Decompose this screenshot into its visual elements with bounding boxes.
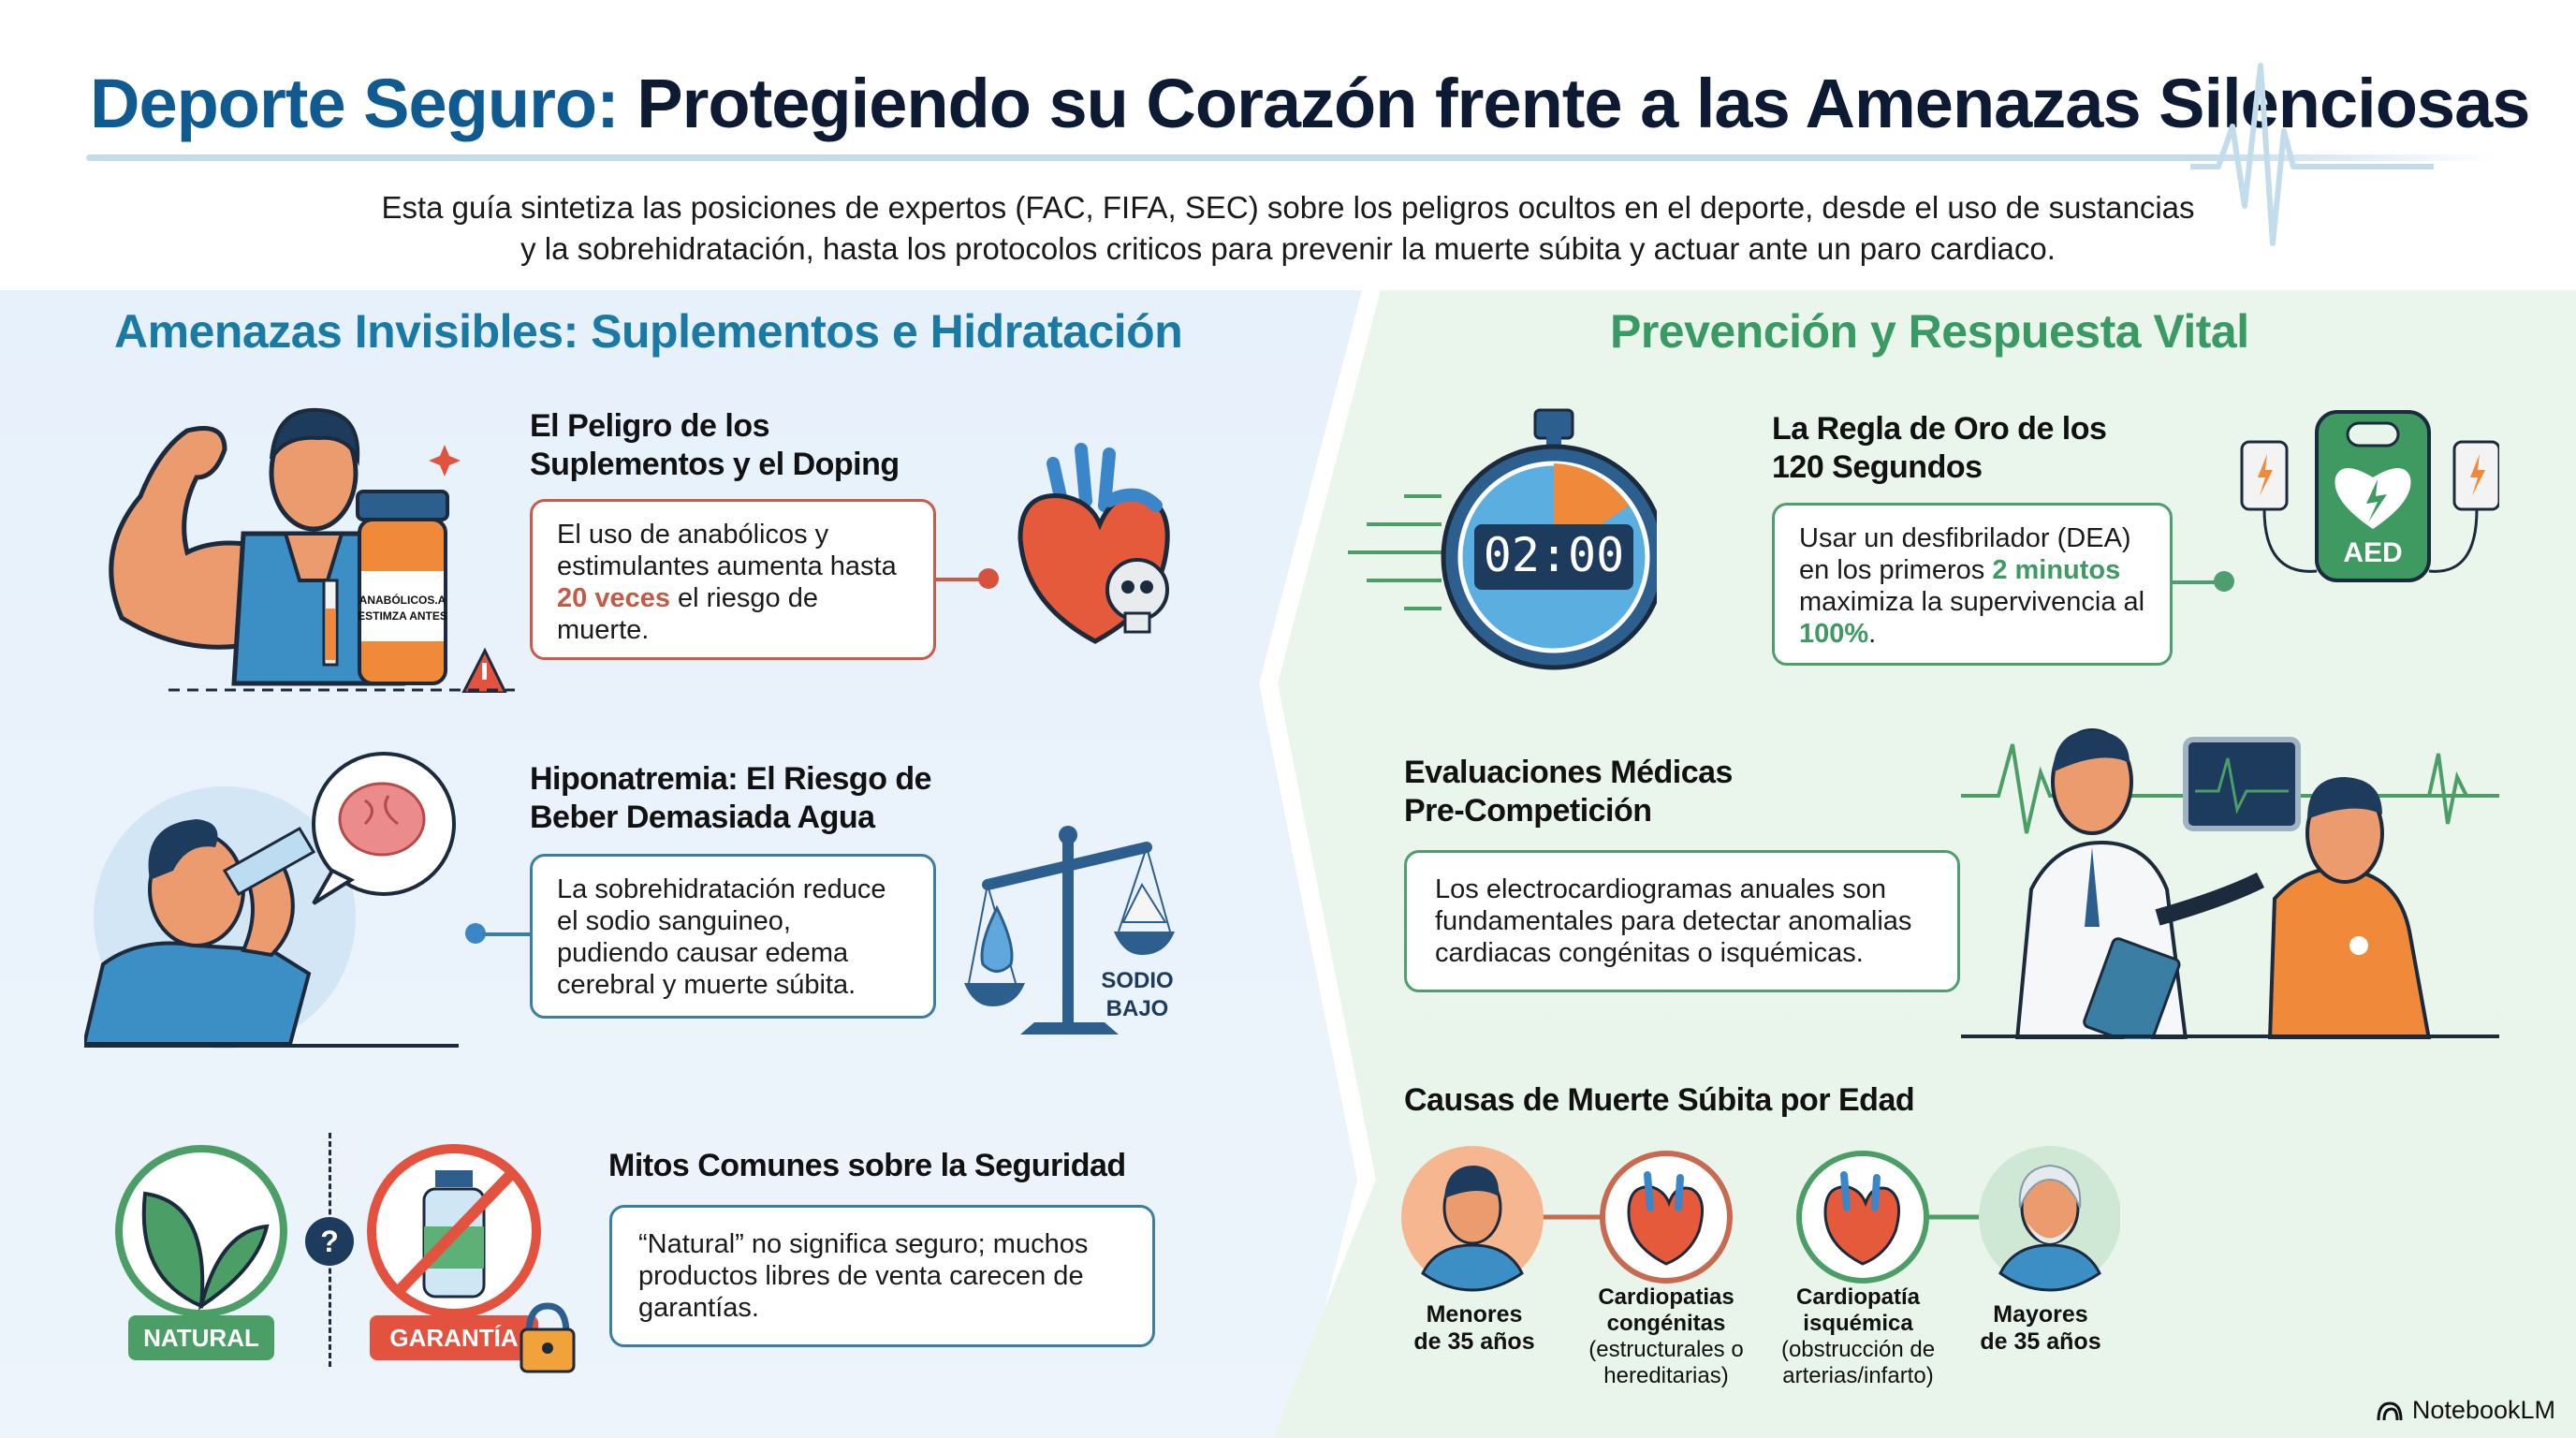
doctor-patient-ecg-illustration xyxy=(1961,728,2499,1039)
label-line: Menores xyxy=(1426,1301,1523,1328)
svg-text:ESTIMZA ANTES: ESTIMZA ANTES xyxy=(358,609,447,623)
question-mark-icon: ? xyxy=(305,1217,354,1266)
card-text: “Natural” no significa seguro; muchos pr… xyxy=(638,1229,1089,1323)
notebooklm-brand: NotebookLM xyxy=(2377,1396,2555,1425)
connector-line xyxy=(482,932,531,936)
heading-line: El Peligro de los xyxy=(530,408,770,444)
card-text: el riesgo de muerte. xyxy=(557,583,818,645)
card-text: . xyxy=(1868,619,1877,649)
highlight-100: 100% xyxy=(1799,619,1869,649)
mitos-card: “Natural” no significa seguro; muchos pr… xyxy=(609,1205,1155,1347)
title-underline xyxy=(86,154,2501,161)
hiponatremia-heading: Hiponatremia: El Riesgo de Beber Demasia… xyxy=(530,760,932,837)
hiponatremia-card: La sobrehidratación reduce el sodio sang… xyxy=(530,854,936,1019)
heart-skull-icon xyxy=(1017,443,1170,644)
left-section-title: Amenazas Invisibles: Suplementos e Hidra… xyxy=(114,305,1183,358)
heading-line: Suplementos y el Doping xyxy=(530,447,900,482)
label-line: de 35 años xyxy=(1413,1328,1535,1355)
age-label-mayores: Mayores de 35 años xyxy=(1966,1301,2115,1356)
regla-oro-heading: La Regla de Oro de los 120 Segundos xyxy=(1772,410,2107,487)
connector-line xyxy=(2173,580,2219,584)
detail-line: arterias/infarto) xyxy=(1782,1363,1934,1388)
page-title: Deporte Seguro: Protegiendo su Corazón f… xyxy=(90,64,2530,143)
person-drinking-water-illustration xyxy=(84,752,459,1049)
ekg-line-icon xyxy=(2190,63,2434,246)
highlight-20-veces: 20 veces xyxy=(557,583,670,613)
title-main: Protegiendo su Corazón frente a las Amen… xyxy=(637,65,2530,142)
label-line: congénitas xyxy=(1606,1311,1726,1336)
label-line: Cardiopatias xyxy=(1598,1284,1734,1310)
card-text: maximiza la supervivencia al xyxy=(1799,587,2145,617)
card-text: Los electrocardiogramas anuales son fund… xyxy=(1435,874,1912,968)
natural-leaf-badge-icon: NATURAL xyxy=(115,1145,287,1360)
label-line: Cardiopatía xyxy=(1795,1284,1921,1310)
title-brand: Deporte Seguro: xyxy=(90,65,620,142)
bottle-label-1: ANABÓLICOS.A xyxy=(359,593,446,607)
sodio-label: SODIO xyxy=(1101,968,1173,993)
detail-line: (estructurales o xyxy=(1588,1337,1744,1362)
detail-line: hereditarias) xyxy=(1603,1363,1729,1388)
connector-dot xyxy=(2214,571,2234,592)
cause-label-isquemica: Cardiopatía isquémica (obstrucción de ar… xyxy=(1764,1284,1952,1389)
aed-defibrillator-icon: AED xyxy=(2240,410,2499,582)
connector-dot xyxy=(465,923,486,944)
connector-line xyxy=(936,578,983,581)
card-text: El uso de anabólicos y estimulantes aume… xyxy=(557,520,897,581)
stopwatch-icon: 02:00 xyxy=(1348,408,1657,670)
cause-label-congenitas: Cardiopatias congénitas (estructurales o… xyxy=(1568,1284,1764,1389)
subtitle-line-1: Esta guía sintetiza las posiciones de ex… xyxy=(381,190,2195,225)
detail-line: (obstrucción de xyxy=(1780,1337,1936,1362)
card-text: La sobrehidratación reduce el sodio sang… xyxy=(557,874,886,1000)
suplementos-heading: El Peligro de los Suplementos y el Dopin… xyxy=(530,407,900,484)
natural-badge-label: NATURAL xyxy=(143,1324,259,1352)
highlight-2-minutos: 2 minutos xyxy=(1992,555,2121,585)
garantia-badge-label: GARANTÍA xyxy=(389,1324,518,1352)
subtitle: Esta guía sintetiza las posiciones de ex… xyxy=(0,187,2576,270)
aed-label: AED xyxy=(2343,537,2402,568)
heading-line: Hiponatremia: El Riesgo de xyxy=(530,761,932,797)
timer-display: 02:00 xyxy=(1484,528,1625,582)
header: Deporte Seguro: Protegiendo su Corazón f… xyxy=(0,0,2576,286)
heading-line: 120 Segundos xyxy=(1772,449,1983,485)
causas-heading: Causas de Muerte Súbita por Edad xyxy=(1404,1082,1915,1118)
card-text: Usar un desfibrilador (DEA) en los prime… xyxy=(1799,523,2131,585)
balance-scale-icon: SODIO BAJO xyxy=(964,826,1175,1034)
heading-line: La Regla de Oro de los xyxy=(1772,411,2107,447)
regla-oro-card: Usar un desfibrilador (DEA) en los prime… xyxy=(1772,503,2173,666)
label-line: Mayores xyxy=(1993,1301,2088,1328)
garantia-no-bottle-icon: GARANTÍA xyxy=(367,1144,576,1373)
athlete-flexing-illustration: ANABÓLICOS.A ESTIMZA ANTES xyxy=(109,407,515,693)
heading-line: Evaluaciones Médicas xyxy=(1404,755,1733,790)
connector-dot xyxy=(978,568,999,589)
evaluaciones-card: Los electrocardiogramas anuales son fund… xyxy=(1404,850,1960,992)
bajo-label: BAJO xyxy=(1106,996,1169,1021)
brand-label: NotebookLM xyxy=(2411,1396,2555,1424)
label-line: de 35 años xyxy=(1980,1328,2101,1355)
evaluaciones-heading: Evaluaciones Médicas Pre-Competición xyxy=(1404,754,1733,830)
suplementos-card: El uso de anabólicos y estimulantes aume… xyxy=(530,499,936,660)
label-line: isquémica xyxy=(1803,1311,1913,1336)
notebooklm-logo-icon xyxy=(2377,1401,2403,1420)
age-label-menores: Menores de 35 años xyxy=(1399,1301,1549,1356)
age-causes-diagram xyxy=(1401,1146,2120,1292)
right-section-title: Prevención y Respuesta Vital xyxy=(1610,305,2249,358)
heading-line: Pre-Competición xyxy=(1404,793,1652,829)
subtitle-line-2: y la sobrehidratación, hasta los protoco… xyxy=(520,231,2056,266)
heading-line: Beber Demasiada Agua xyxy=(530,800,875,835)
mitos-heading: Mitos Comunes sobre la Seguridad xyxy=(608,1148,1126,1183)
